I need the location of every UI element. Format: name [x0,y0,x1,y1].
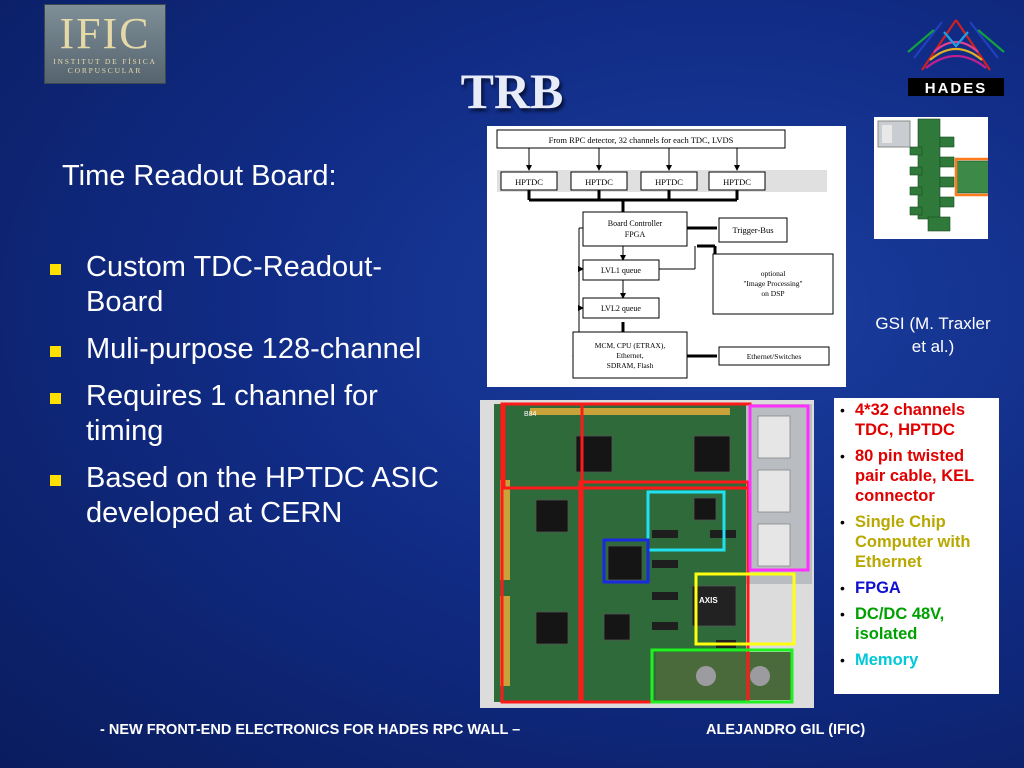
board-silkscreen-label: B84 [524,411,537,418]
legend-bullet-icon: • [840,402,845,418]
bullet-list: Custom TDC-Readout-Board Muli-purpose 12… [46,250,446,543]
tdc-box-label: HPTDC [515,177,543,187]
fpga-label: FPGA [625,230,646,239]
ethernet-switches-label: Ethernet/Switches [747,352,802,361]
legend-bullet-icon: • [840,514,845,530]
legend-bullet-icon: • [840,580,845,596]
ific-logo-line1: INSTITUT DE FÍSICA [53,57,157,66]
bullet-square-icon [50,393,61,404]
tdc-box-label: HPTDC [655,177,683,187]
legend-bullet-icon: • [840,606,845,622]
axis-chip-label: AXIS [699,596,718,605]
legend-item: •Memory [840,651,919,669]
legend-bullet-icon: • [840,652,845,668]
footer-title: - NEW FRONT-END ELECTRONICS FOR HADES RP… [100,722,521,738]
legend-item: •FPGA [840,579,901,597]
mcm-cpu-label: MCM, CPU (ETRAX), [595,341,666,350]
hades-emblem-icon [907,19,1005,71]
trb-board-photo: AXIS B84 [480,400,814,708]
legend-item: •4*32 channels TDC, HPTDC [840,401,966,439]
trb-crate-photo [874,117,996,239]
diagram-source-label: From RPC detector, 32 channels for each … [549,135,734,145]
board-legend: •4*32 channels TDC, HPTDC •80 pin twisted… [834,398,999,694]
bullet-item: Requires 1 channel for timing [46,379,446,449]
gsi-caption: GSI (M. Traxler et al.) [875,314,991,356]
ific-logo: IFIC INSTITUT DE FÍSICA CORPUSCULAR [44,4,166,84]
lvl2-queue-label: LVL2 queue [601,304,641,313]
sdram-flash-label: SDRAM, Flash [607,361,654,370]
optional-label: optional [761,269,786,278]
legend-item: •80 pin twisted pair cable, KEL connecto… [840,447,974,505]
tdc-box-label: HPTDC [723,177,751,187]
bullet-item: Muli-purpose 128-channel [46,332,446,367]
ific-logo-line2: CORPUSCULAR [67,66,143,75]
image-processing-label: "Image Processing" [743,279,802,288]
bullet-item: Based on the HPTDC ASIC developed at CER… [46,461,446,531]
bullet-square-icon [50,264,61,275]
dsp-label: on DSP [761,289,784,298]
footer-author: ALEJANDRO GIL (IFIC) [706,722,866,738]
legend-item: •Single Chip Computer with Ethernet [840,513,971,571]
board-controller-label: Board Controller [608,219,663,228]
block-diagram: From RPC detector, 32 channels for each … [487,126,846,387]
trigger-bus-label: Trigger-Bus [732,225,773,235]
bullet-square-icon [50,475,61,486]
lvl1-queue-label: LVL1 queue [601,266,641,275]
ific-logo-text: IFIC [59,9,151,58]
page-title: TRB [460,63,564,119]
legend-bullet-icon: • [840,448,845,464]
hades-logo-text: HADES [908,78,1004,97]
bullet-item: Custom TDC-Readout-Board [46,250,446,320]
legend-item: •DC/DC 48V, isolated [840,605,945,643]
hades-logo: HADES [904,12,1008,104]
tdc-box-label: HPTDC [585,177,613,187]
ethernet-label: Ethernet, [616,351,643,360]
bullet-square-icon [50,346,61,357]
subtitle: Time Readout Board: [62,160,337,192]
